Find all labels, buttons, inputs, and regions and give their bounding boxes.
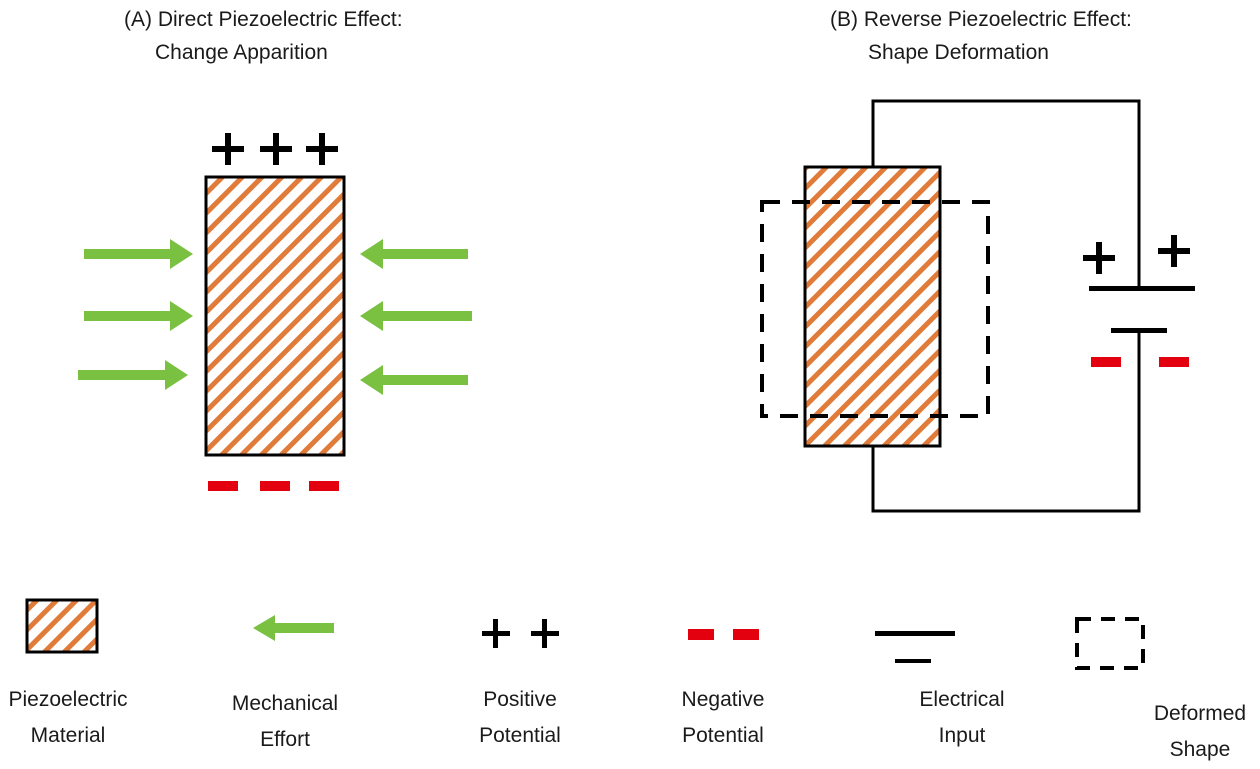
- positive-potential-icon: [482, 619, 559, 648]
- panel-b-circuit-wire: [871, 99, 1141, 513]
- plus-icon: [306, 133, 338, 165]
- panel-a-left-arrows: [78, 239, 193, 390]
- legend-label-electrical-line1: Electrical: [919, 688, 1005, 711]
- plus-icon: [1083, 242, 1115, 274]
- minus-icon: [309, 481, 339, 491]
- battery-negative-plate: [1111, 328, 1167, 333]
- legend-label-piezoelectric-line2: Material: [30, 724, 106, 747]
- arrow-left-icon: [360, 365, 468, 395]
- panel-a-right-arrows: [360, 239, 472, 395]
- plus-icon: [1158, 235, 1190, 267]
- legend-label-positive-line2: Potential: [479, 724, 561, 747]
- panel-b-piezo-block: [803, 165, 942, 448]
- legend-label-electrical-line2: Input: [938, 724, 986, 747]
- electrical-input-icon: [875, 631, 955, 663]
- battery-positive-plate: [1089, 286, 1195, 291]
- negative-potential-icon: [688, 629, 759, 640]
- legend-label-positive-line1: Positive: [483, 688, 557, 711]
- deformed-shape-icon: [1075, 617, 1145, 670]
- legend-label-deformed-line2: Shape: [1169, 738, 1231, 761]
- minus-icon: [208, 481, 238, 491]
- panel-a-positive-charges: [212, 133, 338, 165]
- plus-icon: [212, 133, 244, 165]
- panel-a-title-line1: (A) Direct Piezoelectric Effect:: [124, 8, 403, 31]
- arrow-right-icon: [84, 301, 193, 331]
- arrow-right-icon: [78, 360, 188, 390]
- legend-label-negative-line2: Potential: [682, 724, 764, 747]
- plus-icon: [260, 133, 292, 165]
- panel-b-deformed-shape: [760, 200, 990, 418]
- legend-label-deformed-line1: Deformed: [1153, 702, 1247, 725]
- piezoelectric-material-icon: [25, 598, 99, 654]
- minus-icon: [260, 481, 290, 491]
- panel-a-piezo-block: [204, 175, 346, 457]
- legend-label-negative-line1: Negative: [681, 688, 765, 711]
- panel-a-negative-charges: [208, 481, 339, 491]
- arrow-left-icon: [360, 239, 468, 269]
- legend-label-mechanical-line1: Mechanical: [231, 692, 339, 715]
- battery-icon: [1083, 235, 1195, 367]
- minus-icon: [1091, 357, 1121, 367]
- panel-b-title-line2: Shape Deformation: [868, 41, 1049, 64]
- mechanical-effort-arrow-icon: [253, 615, 334, 641]
- legend-label-mechanical-line2: Effort: [260, 728, 310, 751]
- panel-b-title-line1: (B) Reverse Piezoelectric Effect:: [830, 8, 1132, 31]
- minus-icon: [1159, 357, 1189, 367]
- legend-label-piezoelectric-line1: Piezoelectric: [8, 688, 128, 711]
- arrow-right-icon: [84, 239, 193, 269]
- panel-a-title-line2: Change Apparition: [155, 41, 328, 64]
- arrow-left-icon: [360, 301, 472, 331]
